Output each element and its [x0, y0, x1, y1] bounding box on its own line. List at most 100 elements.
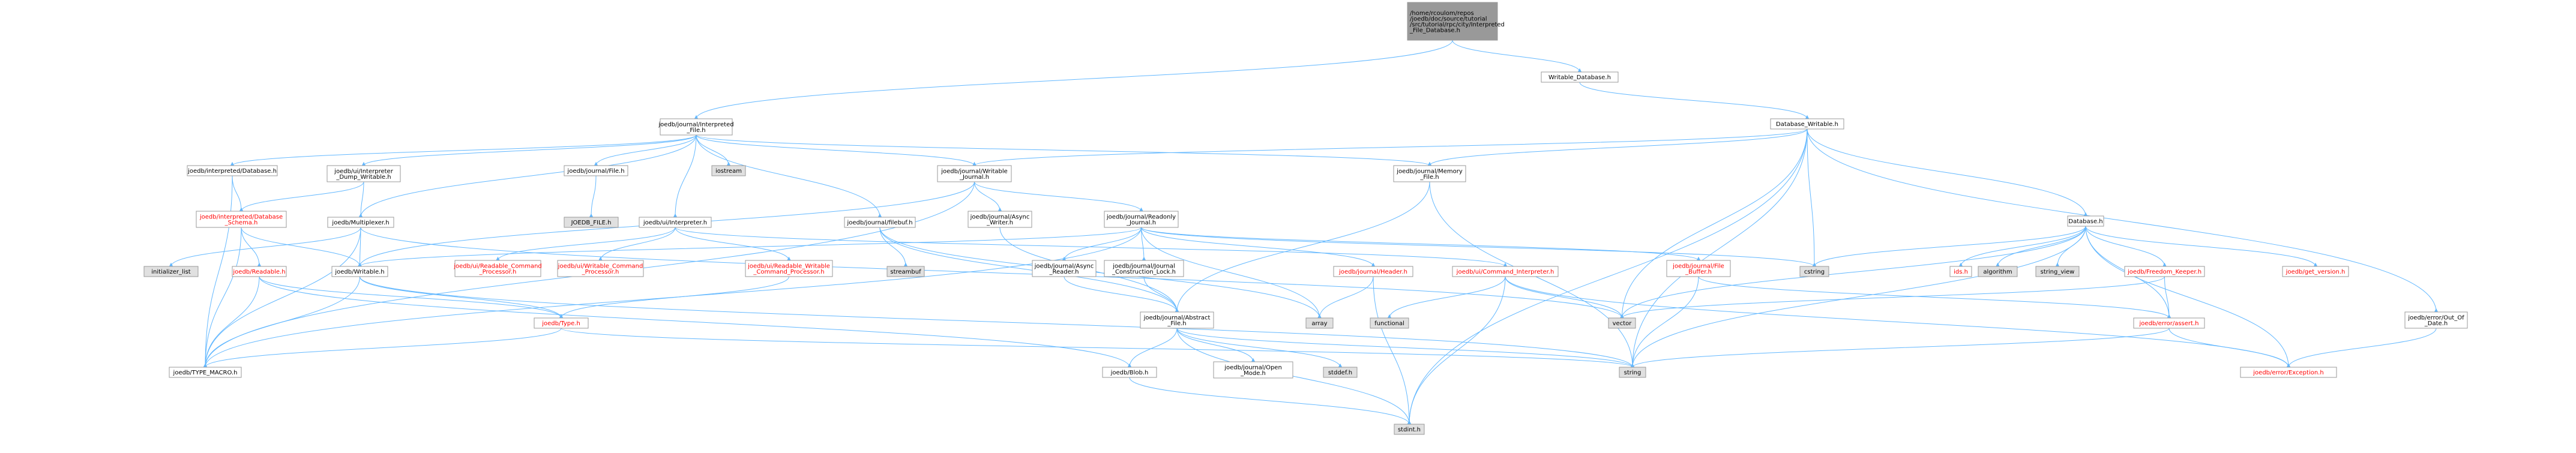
node-label-line: JOEDB_FILE.h: [571, 220, 612, 226]
node-open-mode[interactable]: joedb/journal/Open_Mode.h: [1213, 361, 1293, 379]
node-construction-lock[interactable]: joedb/journal/Journal_Construction_Lock.…: [1104, 260, 1184, 277]
node-box: [2133, 317, 2205, 329]
node-ui-interpreter-dump[interactable]: joedb/ui/Interpreter_Dump_Writable.h: [327, 165, 401, 182]
node-box: [844, 217, 916, 228]
node-async-reader[interactable]: joedb/journal/Async_Reader.h: [1032, 260, 1097, 277]
node-label-line: joedb/journal/File.h: [567, 168, 624, 175]
node-error-exception[interactable]: joedb/error/Exception.h: [2240, 367, 2337, 378]
edge-database_writable-to-cstring: [1807, 128, 1817, 267]
edge-error_assert-to-error_exception: [2168, 328, 2291, 368]
node-freedom-keeper[interactable]: joedb/Freedom_Keeper.h: [2124, 266, 2205, 277]
node-box: [886, 266, 925, 277]
edge-ui_interpreter_dump-to-interpreted_database_schema: [239, 181, 364, 212]
node-box: [1452, 266, 1559, 277]
node-readable-writable-cp[interactable]: joedb/ui/Readable_Writable_Command_Proce…: [745, 260, 833, 277]
edge-journal_writable-to-readonly_journal: [974, 181, 1144, 212]
node-readable-command-processor[interactable]: joedb/ui/Readable_Command_Processor.h: [453, 260, 542, 277]
node-box: [1213, 361, 1293, 379]
node-interpreted-file[interactable]: joedb/journal/Interpreted_File.h: [658, 118, 734, 136]
node-label-line: joedb/Freedom_Keeper.h: [2127, 269, 2201, 275]
node-ui-interpreter[interactable]: joedb/ui/Interpreter.h: [639, 217, 712, 228]
node-label-line: joedb/ui/Writable_Command: [558, 263, 643, 269]
node-type-macro[interactable]: joedb/TYPE_MACRO.h: [169, 367, 242, 378]
node-label-line: vector: [1613, 320, 1633, 327]
node-label-line: _Journal.h: [1126, 220, 1156, 226]
node-label-line: stddef.h: [1328, 370, 1352, 376]
node-async-writer[interactable]: joedb/journal/Async_Writer.h: [968, 211, 1032, 228]
edge-abstract_file-to-string: [1176, 328, 1635, 368]
node-label-line: cstring: [1804, 269, 1825, 275]
edge-construction_lock-to-abstract_file: [1143, 276, 1179, 313]
node-label-line: joedb/journal/Memory: [1396, 168, 1463, 175]
edge-interpreted_database_schema-to-readable: [241, 227, 262, 267]
node-writable-database[interactable]: Writable_Database.h: [1541, 71, 1619, 83]
node-label-line: joedb/error/Exception.h: [2252, 370, 2323, 376]
node-label-line: stdint.h: [1398, 427, 1421, 433]
edge-readonly_journal-to-cstring: [1141, 227, 1817, 267]
edge-writable-to-type: [360, 276, 564, 319]
edge-interpreted_file-to-iostream: [696, 134, 731, 166]
edge-abstract_file-to-stddef: [1176, 328, 1343, 368]
node-string: string: [1619, 367, 1646, 378]
node-label-line: /home/rcoulom/repos: [1410, 10, 1474, 17]
node-interpreted-database-schema[interactable]: joedb/interpreted/Database_Schema.h: [196, 211, 287, 228]
edge-interpreted_database-to-interpreted_database_schema: [232, 175, 244, 212]
node-label-line: algorithm: [1983, 269, 2012, 275]
node-label-line: /joedb/doc/source/tutorial: [1410, 16, 1487, 22]
node-box: [1799, 266, 1829, 277]
node-database-writable[interactable]: Database_Writable.h: [1770, 118, 1844, 130]
node-functional: functional: [1370, 317, 1409, 329]
node-filebuf[interactable]: joedb/journal/filebuf.h: [844, 217, 916, 228]
node-box: [2240, 367, 2337, 378]
node-interpreted-database[interactable]: joedb/interpreted/Database.h: [187, 165, 278, 176]
node-journal-writable[interactable]: joedb/journal/Writable_Journal.h: [937, 165, 1012, 182]
edge-interpreted_file-to-ui_interpreter_dump: [361, 134, 697, 166]
node-file-buffer[interactable]: joedb/journal/File_Buffer.h: [1666, 260, 1731, 277]
node-blob[interactable]: joedb/Blob.h: [1102, 367, 1157, 378]
edge-readonly_journal-to-construction_lock: [1141, 227, 1146, 261]
edge-interpreted_file-to-ui_interpreter: [673, 134, 697, 218]
node-get-version[interactable]: joedb/get_version.h: [2282, 266, 2349, 277]
node-box: [327, 165, 401, 182]
node-journal-file[interactable]: joedb/journal/File.h: [564, 165, 628, 176]
node-label-line: joedb/journal/filebuf.h: [846, 220, 912, 226]
node-writable-command-processor[interactable]: joedb/ui/Writable_Command_Processor.h: [557, 260, 644, 277]
node-box: [1394, 424, 1425, 435]
node-readable[interactable]: joedb/Readable.h: [232, 266, 287, 277]
node-error-assert[interactable]: joedb/error/assert.h: [2133, 317, 2205, 329]
node-ids[interactable]: ids.h: [1949, 266, 1972, 277]
edge-writable-to-type_macro: [203, 276, 360, 368]
node-label-line: _File_Database.h: [1409, 27, 1460, 34]
edge-blob-to-stdint: [1129, 377, 1412, 425]
header-nodes: /home/rcoulom/repos/joedb/doc/source/tut…: [143, 2, 2468, 435]
node-label-line: joedb/journal/Abstract: [1143, 314, 1211, 321]
node-label-line: functional: [1374, 320, 1404, 327]
node-memory-file[interactable]: joedb/journal/Memory_File.h: [1393, 165, 1466, 182]
node-command-interpreter[interactable]: joedb/ui/Command_Interpreter.h: [1452, 266, 1559, 277]
node-label-line: _Command_Processor.h: [753, 269, 824, 275]
dependency-edges: [169, 40, 2439, 425]
edge-readonly_journal-to-array: [1141, 227, 1322, 319]
node-label-line: _Date.h: [2424, 320, 2448, 327]
node-writable[interactable]: joedb/Writable.h: [331, 266, 388, 277]
node-box: [639, 217, 712, 228]
node-label-line: string: [1624, 370, 1642, 376]
edge-freedom_keeper-to-vector: [1619, 276, 2165, 319]
node-type[interactable]: joedb/Type.h: [534, 317, 589, 329]
node-abstract-file[interactable]: joedb/journal/Abstract_File.h: [1140, 311, 1214, 329]
node-readonly-journal[interactable]: joedb/journal/Readonly_Journal.h: [1104, 211, 1179, 228]
node-box: [660, 118, 733, 136]
node-label-line: _File.h: [1419, 174, 1439, 181]
edge-journal_writable-to-async_writer: [974, 181, 1002, 212]
edge-interpreted_file-to-memory_file: [696, 134, 1432, 166]
node-out-of-date[interactable]: joedb/error/Out_Of_Date.h: [2404, 311, 2468, 329]
node-label-line: joedb/interpreted/Database: [199, 214, 283, 220]
node-label-line: _File.h: [1167, 320, 1186, 327]
node-label-line: array: [1311, 320, 1327, 327]
edge-type-to-string: [561, 328, 1635, 368]
node-journal-header[interactable]: joedb/journal/Header.h: [1333, 266, 1413, 277]
node-label-line: joedb/journal/Writable: [940, 168, 1008, 175]
node-multiplexer[interactable]: joedb/Multiplexer.h: [327, 217, 394, 228]
node-database-h[interactable]: Database.h: [2067, 215, 2104, 227]
node-label-line: _File.h: [686, 127, 705, 134]
